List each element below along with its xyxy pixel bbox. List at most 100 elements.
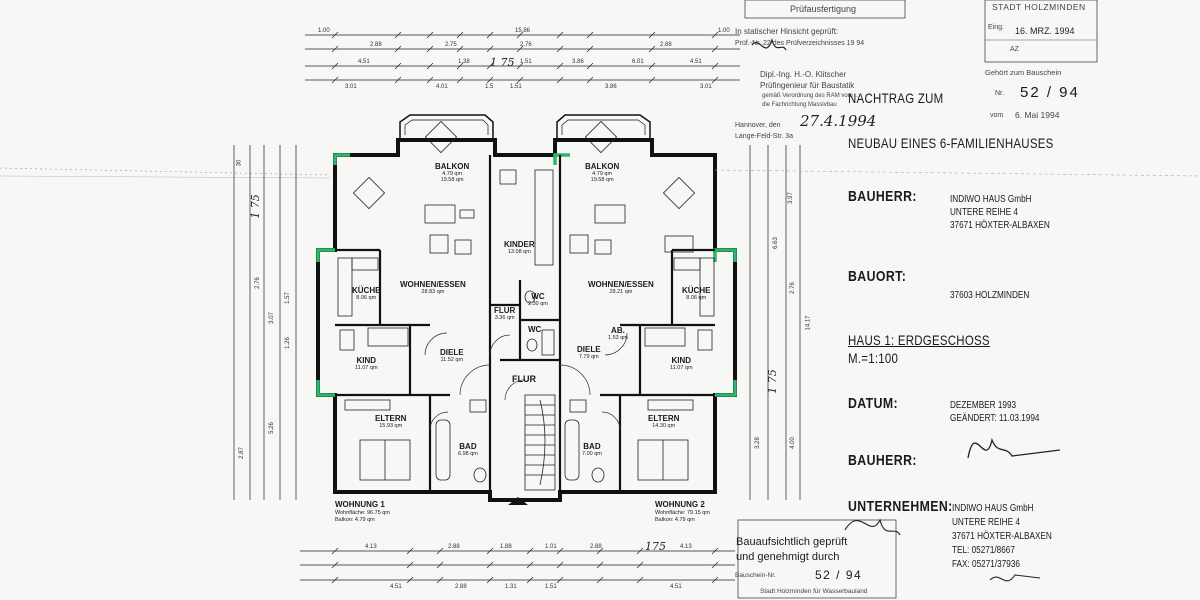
dimension-tick [516,76,524,84]
dimension-tick [486,45,494,53]
stamp-bottom-line1: Bauaufsichtlich geprüft [736,536,848,548]
title-neubau: NEUBAU EINES 6-FAMILIENHAUSES [848,135,1054,151]
dim-top-r4-5: 3.01 [700,84,712,90]
dim-right-5: 4.00 [789,437,796,449]
datum-value: DEZEMBER 1993 [950,400,1017,411]
dimension-tick [526,547,534,555]
dim-left-6: 2.87 [238,447,245,459]
dimension-tick [596,576,604,584]
dim-left-2: 1.57 [284,292,291,304]
stamp-frames [737,0,1098,599]
dimension-tick [486,62,494,70]
dimension-tick [556,561,564,569]
dim-top-r1-2: 1.00 [718,28,730,34]
dim-bot-r1-0: 4.13 [365,544,377,550]
dim-top-r3-0: 4.51 [358,59,370,65]
dimension-tick [436,547,444,555]
dimension-tick [556,576,564,584]
dimension-tick [516,62,524,70]
title-massstab: M.=1:100 [848,350,899,366]
apartment-1-name: WOHNUNG 1 [335,500,385,509]
dim-left-3: 3.07 [268,312,275,324]
dim-bot-r1-3: 1.01 [545,544,557,550]
stamp-pruefer-date: 27.4.1994 [800,112,877,130]
handwritten-175-bottom: 175 [645,540,666,553]
dimension-tick [648,45,656,53]
dimension-tick [596,547,604,555]
dimension-tick [394,76,402,84]
dimension-tick [556,31,564,39]
dimension-chain-top [305,31,740,84]
dimension-tick [711,547,719,555]
dimension-tick [711,45,719,53]
stamp-pruefer-line1: Dipl.-Ing. H.-O. Klitscher [760,70,847,79]
stamp-pruefer-line4: die Fachrichtung Massivbau [762,102,837,108]
signature-pruefer [751,37,787,51]
handwritten-175-left: 1 75 [248,194,262,219]
dimension-tick [331,561,339,569]
dimension-tick [648,31,656,39]
dimension-tick [426,76,434,84]
unternehmen-line-5: FAX: 05271/37936 [952,559,1020,570]
dim-bot-r2-1: 2.88 [455,584,467,590]
dimension-tick [486,76,494,84]
dim-right-2: 2.76 [789,282,796,294]
dim-top-r2-2: 2.76 [520,42,532,48]
scan-artifact-line [0,175,331,179]
room-ab: AB.1.53 qm [608,326,628,341]
dimension-tick [456,76,464,84]
dimension-tick [426,62,434,70]
signature-unternehmen [989,574,1041,582]
dim-left-1: 2.76 [254,277,261,289]
dim-top-r3-2: 1.51 [520,59,532,65]
dimension-chain-right [749,145,801,500]
furniture [337,120,715,483]
unternehmen-line-1: INDIWO HAUS GmbH [952,503,1034,514]
title-haus: HAUS 1: ERDGESCHOSS [848,332,990,348]
dim-bot-r2-2: 1.31 [505,584,517,590]
dimension-tick [556,45,564,53]
dimension-tick [456,31,464,39]
entrance-arrow [508,497,528,505]
title-nachtrag: NACHTRAG ZUM [848,90,944,106]
bauherr-line-3: 37671 HÖXTER-ALBAXEN [950,220,1050,231]
dim-top-r4-4: 3.86 [605,84,617,90]
city-stamp-vom-label: vom [990,112,1004,119]
scan-artifact-line [0,167,331,176]
bauherr-line-1: INDIWO HAUS GmbH [950,194,1032,205]
room-flur-2: FLUR [512,374,536,384]
dim-top-r4-0: 3.01 [345,84,357,90]
dimension-chain-bottom [300,547,735,584]
dim-top-r3-1: 1.38 [458,59,470,65]
signature-stamp [844,518,901,536]
stamp-pruefer-line2: Prüfingenieur für Baustatik [760,81,855,90]
dim-left-4: 1.26 [284,337,291,349]
dimension-tick [586,45,594,53]
dimension-tick [331,547,339,555]
apartment-2-flaeche: Wohnfläche: 79.15 qm [655,510,710,516]
stamp-pruefer-line5: Hannover, den [735,122,781,129]
dim-right-1: 6.63 [772,237,779,249]
dim-top-r1-0: 1.00 [318,28,330,34]
door-swings [424,332,628,431]
apartment-1-flaeche: Wohnfläche: 96.75 qm [335,510,390,516]
balconies [399,114,651,140]
stamp-statisch-line2: Prüf.-Nr. 22 des Prüfverzeichnisses 19 9… [735,40,865,47]
dim-top-r3-5: 4.51 [690,59,702,65]
stamp-pruefausfertigung: Prüfausfertigung [790,4,857,14]
dimension-tick [526,561,534,569]
dimension-tick [406,576,414,584]
dim-right-0: 3.97 [787,192,794,204]
dim-left-5: 5.26 [268,422,275,434]
dimension-tick [596,561,604,569]
label-bauherr: BAUHERR: [848,188,917,205]
dim-bot-r2-3: 1.51 [545,584,557,590]
dim-top-r3-4: 6.01 [632,59,644,65]
city-stamp-eing-label: Eing. [988,24,1004,31]
dimension-tick [556,62,564,70]
